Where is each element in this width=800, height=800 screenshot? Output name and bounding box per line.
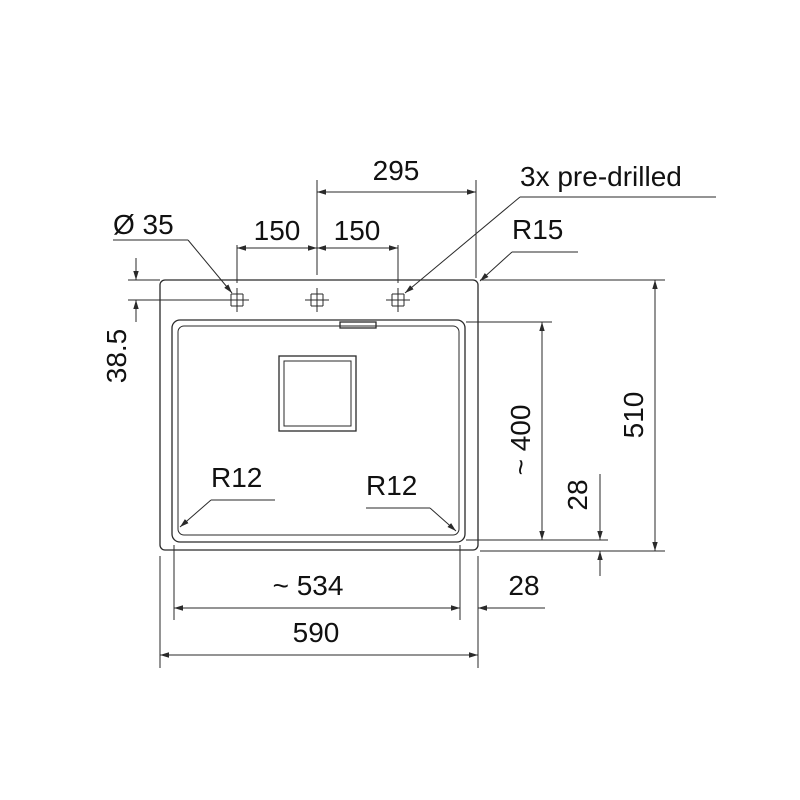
inner-radius-right-label: R12 [366,470,417,501]
tap-hole-left [225,288,249,312]
inner-radius-left-callout: R12 [179,462,275,528]
hole-diameter-callout: Ø 35 [113,209,233,294]
bowl-width-label: ~ 534 [273,570,344,601]
pre-drilled-callout: 3x pre-drilled [404,161,716,294]
dimension-295-label: 295 [373,155,420,186]
dimension-534: ~ 534 [159,545,479,668]
dimension-295: 295 [316,155,477,278]
dimension-590: 590 [160,617,478,658]
overflow-slot [339,321,377,329]
outer-radius-label: R15 [512,214,563,245]
side-margin-label: 28 [508,570,539,601]
inner-radius-right-callout: R12 [366,470,457,532]
tap-hole-right [386,288,410,312]
hole-diameter-label: Ø 35 [113,209,174,240]
bowl-outline-inner [177,325,460,536]
spacing-right-label: 150 [334,215,381,246]
spacing-left-label: 150 [254,215,301,246]
dimension-510: 510 [480,279,665,552]
tap-hole-center [305,288,329,312]
drain-inner [283,360,352,427]
edge-offset-label: 38.5 [101,329,132,384]
pre-drilled-label: 3x pre-drilled [520,161,682,192]
bottom-margin-label: 28 [562,479,593,510]
dimension-28-horizontal: 28 [478,570,545,611]
overall-width-label: 590 [293,617,340,648]
dimension-38-5: 38.5 [101,258,226,383]
overall-depth-label: 510 [618,392,649,439]
outer-radius-callout: R15 [479,214,578,282]
sink-outer-outline [159,279,479,551]
bowl-depth-label: ~ 400 [505,405,536,476]
dimension-28-vertical: 28 [466,474,608,576]
dimension-400: ~ 400 [466,321,552,541]
dimension-hole-spacing: 150 150 [236,215,399,283]
bowl-outline-outer [171,319,466,543]
drain-outer [278,355,357,432]
inner-radius-left-label: R12 [211,462,262,493]
